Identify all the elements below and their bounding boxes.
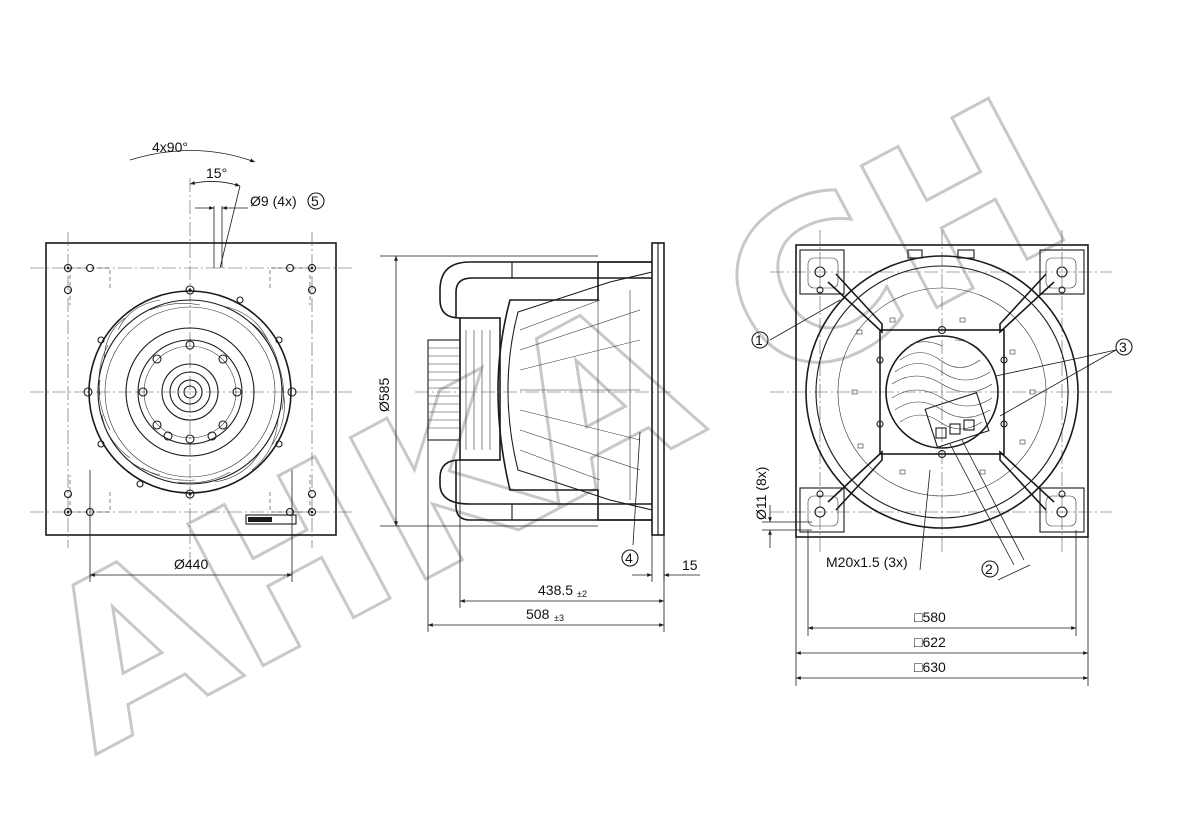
square-630-label: □630 [914,659,946,675]
callout-3 [1115,338,1133,356]
motor-mount-square [879,329,1005,455]
mounting-holes [83,285,297,499]
callout-1 [751,331,769,349]
side-view: Ø585 4 15 438.5 ±2 508 ±3 [376,242,700,632]
watermark-text: AHKA CH [0,50,1106,801]
corner-brackets [799,249,1085,533]
callout-2 [981,560,999,578]
square-580-label: □580 [914,609,946,625]
square-622-label: □622 [914,634,946,650]
angle-pattern-label: 4x90° [152,139,188,155]
depth-total-tolerance: ±3 [554,613,564,623]
front-view: 4x90° 15° Ø9 (4x) 5 Ø440 [30,139,352,582]
depth-main-label: 438.5 [538,582,573,598]
flange-thickness-label: 15 [682,557,698,573]
name-plate [245,514,297,525]
callout-3-text: 3 [1119,339,1127,355]
front-plate [45,242,337,536]
rear-view: 1 3 2 M20x1.5 (3x) Ø11 (8x) □580 □622 □6… [751,230,1133,686]
callout-1-text: 1 [755,332,763,348]
callout-5-text: 5 [311,193,319,209]
depth-main-tolerance: ±2 [577,589,587,599]
callout-4 [621,549,639,567]
watermark: AHKA CH [0,49,1107,803]
angle-offset-label: 15° [206,165,227,181]
callout-2-text: 2 [985,561,993,577]
support-arms [827,273,1055,511]
terminal-box [924,391,990,449]
motor-end-cap [885,335,999,449]
hub-bolts [138,340,242,444]
callout-5 [307,192,325,210]
cable-gland-label: M20x1.5 (3x) [826,554,908,570]
rear-plate [795,244,1089,538]
depth-total-label: 508 [526,606,550,622]
hole-size-label: Ø9 (4x) [250,193,297,209]
side-diameter-label: Ø585 [376,378,392,412]
corner-holes [63,263,317,517]
callout-4-text: 4 [625,550,633,566]
mount-hole-label: Ø11 (8x) [753,467,769,520]
front-diameter-label: Ø440 [174,556,208,572]
